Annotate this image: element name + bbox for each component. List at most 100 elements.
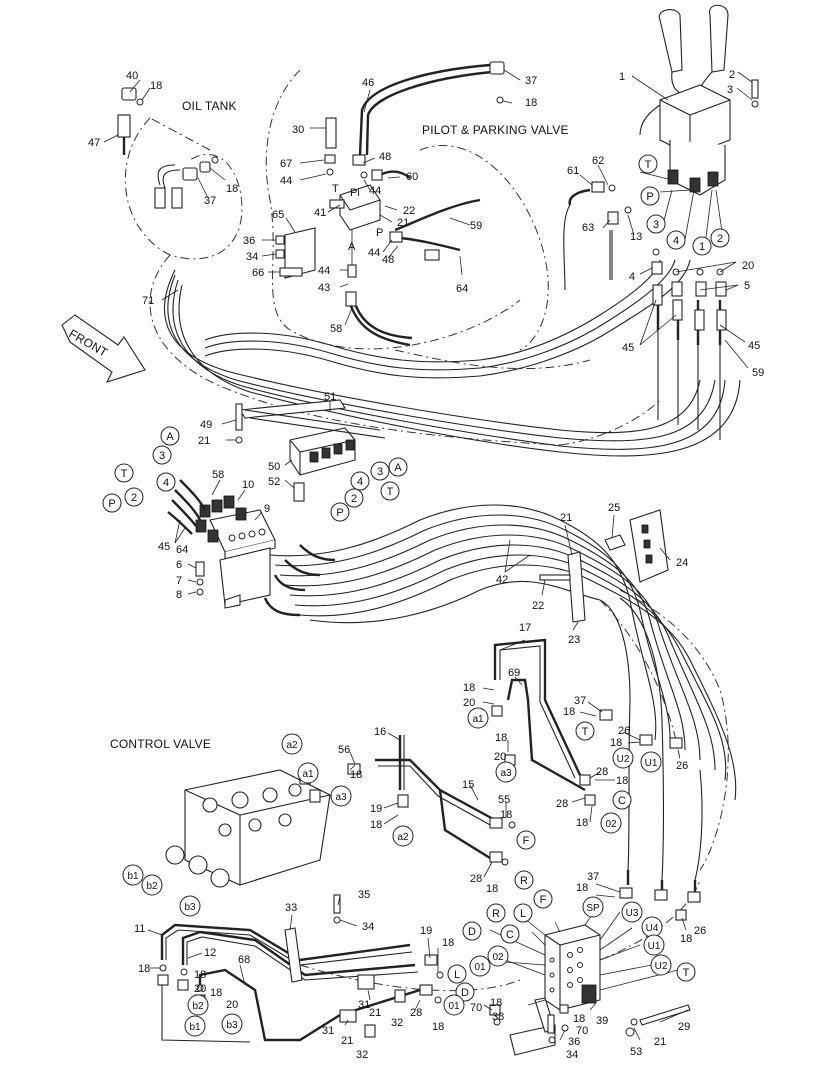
callout-text: T [645, 159, 652, 171]
part-label-p28b: 28 [556, 798, 568, 810]
part-label-p42: 42 [496, 574, 508, 586]
callout-text: b3 [226, 1020, 238, 1031]
callout-text: D [461, 987, 469, 999]
part-label-p26c: 26 [694, 925, 706, 937]
callout-text: a3 [500, 768, 512, 779]
callout-cP2: P [102, 493, 122, 513]
callout-c2a: 2 [710, 228, 730, 248]
part-label-p59b: 59 [752, 367, 764, 379]
part-label-p25: 25 [608, 502, 620, 514]
part-label-p18g: 18 [495, 732, 507, 744]
pilot-parking-valve [275, 61, 505, 347]
callout-cb3a: b3 [179, 895, 201, 917]
callout-c2c: 2 [344, 488, 364, 508]
part-label-p45a: 45 [622, 342, 634, 354]
part-label-p13: 13 [630, 231, 642, 243]
part-label-p17: 17 [519, 622, 531, 634]
part-label-p26b: 26 [676, 760, 688, 772]
part-label-p20a: 20 [742, 260, 754, 272]
callout-cA1: A [160, 426, 180, 446]
callout-text: 3 [377, 466, 383, 478]
callout-cU2a: U2 [612, 747, 634, 769]
part-label-p49: 49 [200, 419, 212, 431]
part-label-p18l: 18 [500, 809, 512, 821]
callout-cU1a: U1 [640, 751, 662, 773]
part-label-p58a: 58 [330, 323, 342, 335]
part-label-p16: 16 [374, 726, 386, 738]
part-label-p20d: 20 [194, 983, 206, 995]
callout-text: A [394, 462, 402, 474]
part-label-p65: 65 [272, 209, 284, 221]
part-label-p18c: 18 [525, 97, 537, 109]
part-label-p18j: 18 [350, 769, 362, 781]
part-label-p6: 6 [176, 559, 182, 571]
part-label-p12: 12 [204, 947, 216, 959]
part-label-p31b: 31 [322, 1025, 334, 1037]
callout-text: 2 [717, 233, 723, 245]
callout-cU1b: U1 [643, 934, 665, 956]
part-label-p55: 55 [498, 794, 510, 806]
part-label-p37b: 37 [525, 75, 537, 87]
callout-cU4: U4 [641, 916, 663, 938]
part-label-p69: 69 [508, 667, 520, 679]
callout-text: 1 [699, 241, 705, 253]
joystick-assembly [568, 4, 759, 225]
part-label-p36a: 36 [243, 235, 255, 247]
part-label-p63: 63 [582, 222, 594, 234]
part-label-p21d: 21 [369, 1007, 381, 1019]
callout-c02a: 02 [600, 812, 622, 834]
part-label-p18k: 18 [370, 819, 382, 831]
callout-text: C [618, 795, 626, 807]
part-label-p64b: 64 [176, 544, 188, 556]
callout-cT2: T [114, 463, 134, 483]
part-label-p18a: 18 [150, 80, 162, 92]
callout-text: F [540, 894, 547, 906]
callout-cC2: C [500, 924, 520, 944]
callout-text: P [108, 498, 115, 510]
port-a-label: A [348, 241, 356, 253]
part-label-p39: 39 [596, 1015, 608, 1027]
part-label-p70b: 70 [576, 1025, 588, 1037]
callout-cP3: P [330, 502, 350, 522]
callout-text: 4 [357, 476, 363, 488]
part-label-p46: 46 [362, 77, 374, 89]
callout-cF1: F [516, 830, 536, 850]
callout-text: P [646, 191, 653, 203]
callout-cT1: T [638, 154, 658, 174]
callout-cb1b: b1 [184, 1015, 206, 1037]
callout-text: 01 [448, 1001, 460, 1012]
part-label-p38: 38 [492, 1011, 504, 1023]
part-label-p18r: 18 [210, 987, 222, 999]
callout-text: D [468, 926, 476, 938]
part-label-p32a: 32 [391, 1017, 403, 1029]
callout-text: T [121, 468, 128, 480]
part-label-p30: 30 [292, 124, 304, 136]
part-label-p58b: 58 [212, 469, 224, 481]
part-label-p9: 9 [264, 503, 270, 515]
part-label-p18u: 18 [490, 997, 502, 1009]
part-label-p28c: 28 [470, 873, 482, 885]
callout-text: a2 [397, 832, 409, 843]
part-label-p18q: 18 [194, 969, 206, 981]
callout-text: R [492, 908, 500, 920]
callout-c01b: 01 [443, 994, 465, 1016]
part-label-p21f: 21 [654, 1036, 666, 1048]
front-arrow-icon [61, 314, 146, 383]
part-label-p18p: 18 [138, 963, 150, 975]
part-label-p48b: 48 [382, 254, 394, 266]
part-label-p20e: 20 [226, 999, 238, 1011]
caption-pilot-parking-valve: PILOT & PARKING VALVE [422, 123, 569, 137]
part-label-p64a: 64 [456, 283, 468, 295]
part-label-p52: 52 [268, 476, 280, 488]
callout-text: U1 [645, 758, 658, 769]
port-letters: T Pi P A [332, 183, 383, 253]
part-label-p70a: 70 [470, 1002, 482, 1014]
part-label-p10: 10 [242, 479, 254, 491]
callout-text: a2 [286, 740, 298, 751]
callout-cD1: D [462, 921, 482, 941]
port-p-label: P [376, 227, 383, 239]
callout-cT3: T [380, 481, 400, 501]
part-label-p44c: 44 [368, 247, 380, 259]
